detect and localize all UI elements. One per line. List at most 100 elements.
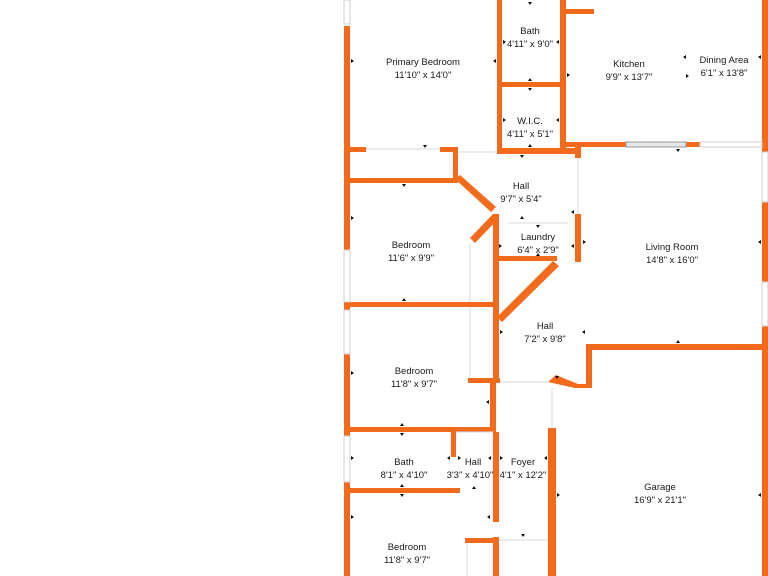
room-name: Bath	[394, 457, 414, 468]
garage-corner-wall	[586, 344, 592, 388]
room-name: Bedroom	[392, 240, 431, 251]
tick	[351, 515, 354, 519]
tick	[571, 244, 574, 248]
room-dimensions: 4'1" x 12'2"	[500, 470, 547, 481]
window-living-room-lower	[761, 281, 768, 327]
dimension-ticks	[351, 2, 761, 537]
room-bedroom-3: Bedroom 11'8" x 9'7"	[384, 542, 430, 566]
tick	[536, 253, 540, 256]
tick	[676, 149, 680, 152]
room-foyer: Foyer 4'1" x 12'2"	[500, 457, 547, 481]
bedroom-hall-wall	[493, 214, 499, 382]
tick	[351, 59, 354, 63]
room-kitchen: Kitchen 9'9" x 13'7"	[606, 59, 653, 83]
room-name: Bedroom	[388, 542, 427, 553]
tick	[400, 484, 404, 487]
room-name: Garage	[644, 482, 676, 493]
tick	[555, 376, 559, 379]
tick	[486, 400, 489, 404]
room-dimensions: 9'7" x 5'4"	[500, 194, 542, 205]
tick	[499, 244, 502, 248]
room-labels: Primary Bedroom 11'10" x 14'0" Bath 4'11…	[381, 26, 750, 566]
room-dimensions: 6'1" x 13'8"	[701, 68, 748, 79]
wic-bottom-wall	[497, 148, 580, 154]
bath-kitchen-wall	[560, 0, 566, 152]
room-garage: Garage 16'9" x 21'1"	[634, 482, 686, 506]
room-name: Primary Bedroom	[386, 57, 460, 68]
laundry-diagonal-wall	[497, 261, 559, 322]
room-bedroom-1: Bedroom 11'6" x 9'9"	[388, 240, 434, 264]
tick	[487, 515, 490, 519]
room-name: Bath	[520, 26, 540, 37]
room-name: Laundry	[521, 232, 556, 243]
tick	[400, 494, 404, 497]
tick	[686, 74, 689, 78]
garage-left-wall	[548, 428, 556, 576]
tick	[758, 240, 761, 244]
tick	[520, 216, 524, 219]
window-dining	[699, 141, 763, 148]
tick	[447, 456, 450, 460]
primary-bath-wall	[497, 0, 502, 152]
window-primary-bedroom	[343, 0, 351, 25]
tick	[400, 423, 404, 426]
doors	[366, 148, 579, 576]
kitchen-bottom-wall-right	[686, 142, 700, 147]
tick	[423, 145, 427, 148]
tick	[571, 210, 574, 214]
tick	[493, 59, 496, 63]
tick	[528, 2, 532, 5]
window-bedroom-2	[343, 309, 351, 355]
bath-lower-bottom-wall	[344, 488, 460, 493]
room-name: W.I.C.	[517, 116, 543, 127]
room-hall-upper: Hall 9'7" x 5'4"	[500, 181, 542, 205]
room-name: Kitchen	[613, 59, 645, 70]
walls	[344, 0, 768, 576]
tick	[544, 456, 547, 460]
hall-corner-wall	[548, 375, 590, 388]
tick	[488, 456, 491, 460]
hall-diagonal-wall	[455, 175, 496, 212]
room-name: Hall	[513, 181, 529, 192]
bedroom1-bottom-wall	[344, 302, 496, 307]
bedroom2-bottom-wall	[344, 427, 496, 432]
bath-lower-right-wall	[451, 427, 456, 457]
room-dimensions: 9'9" x 13'7"	[606, 72, 653, 83]
tick	[503, 40, 506, 44]
room-laundry: Laundry 6'4" x 2'9"	[517, 232, 559, 256]
window-bedroom-1	[343, 249, 351, 303]
room-dimensions: 6'4" x 2'9"	[517, 245, 559, 256]
tick	[520, 155, 524, 158]
room-name: Hall	[465, 457, 481, 468]
room-bedroom-2: Bedroom 11'8" x 9'7"	[391, 366, 437, 390]
sliding-door-kitchen	[625, 141, 687, 148]
room-dimensions: 7'2" x 9'8"	[524, 334, 566, 345]
tick	[351, 216, 354, 220]
tick	[351, 371, 354, 375]
room-name: Foyer	[511, 457, 535, 468]
tick	[528, 144, 532, 147]
tick	[402, 184, 406, 187]
tick	[758, 55, 761, 59]
tick	[458, 456, 461, 460]
tick	[567, 73, 570, 77]
room-dimensions: 4'11" x 9'0"	[507, 39, 553, 50]
tick	[758, 493, 761, 497]
room-living-room: Living Room 14'8" x 16'0"	[646, 242, 699, 266]
room-dimensions: 14'8" x 16'0"	[646, 255, 698, 266]
tick	[683, 55, 686, 59]
tick	[402, 298, 406, 301]
room-dimensions: 3'3" x 4'10"	[447, 470, 494, 481]
bedroom2-closet-bottom	[468, 378, 500, 383]
room-wic: W.I.C. 4'11" x 5'1"	[507, 116, 553, 140]
tick	[528, 78, 532, 81]
tick	[536, 225, 540, 228]
closet-wall	[453, 147, 458, 183]
room-primary-bedroom: Primary Bedroom 11'10" x 14'0"	[386, 57, 460, 81]
window-bath-lower	[343, 435, 351, 483]
room-dimensions: 8'1" x 4'10"	[381, 470, 428, 481]
room-bath-lower: Bath 8'1" x 4'10"	[381, 457, 428, 481]
garage-top-wall	[590, 344, 768, 350]
room-dimensions: 11'8" x 9'7"	[391, 379, 437, 390]
